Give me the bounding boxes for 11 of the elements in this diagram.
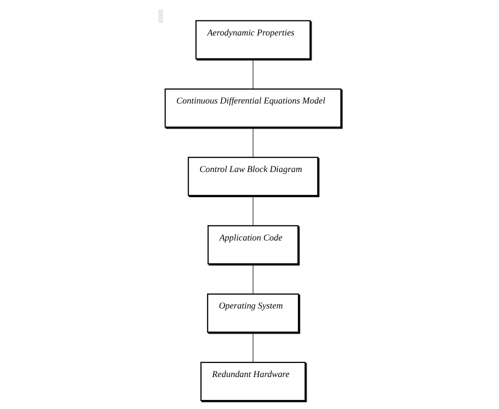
connector xyxy=(252,126,254,158)
node-box: Control Law Block Diagram xyxy=(188,156,318,196)
connector xyxy=(252,58,254,89)
node-box: Redundant Hardware xyxy=(200,361,306,401)
node-box: Operating System xyxy=(206,293,299,332)
connector xyxy=(252,263,254,294)
node-box: Continuous Differential Equations Model xyxy=(164,88,342,128)
connector xyxy=(252,331,254,362)
connector xyxy=(252,194,254,226)
node-box: Aerodynamic Properties xyxy=(195,20,310,59)
node-box: Application Code xyxy=(207,224,298,264)
